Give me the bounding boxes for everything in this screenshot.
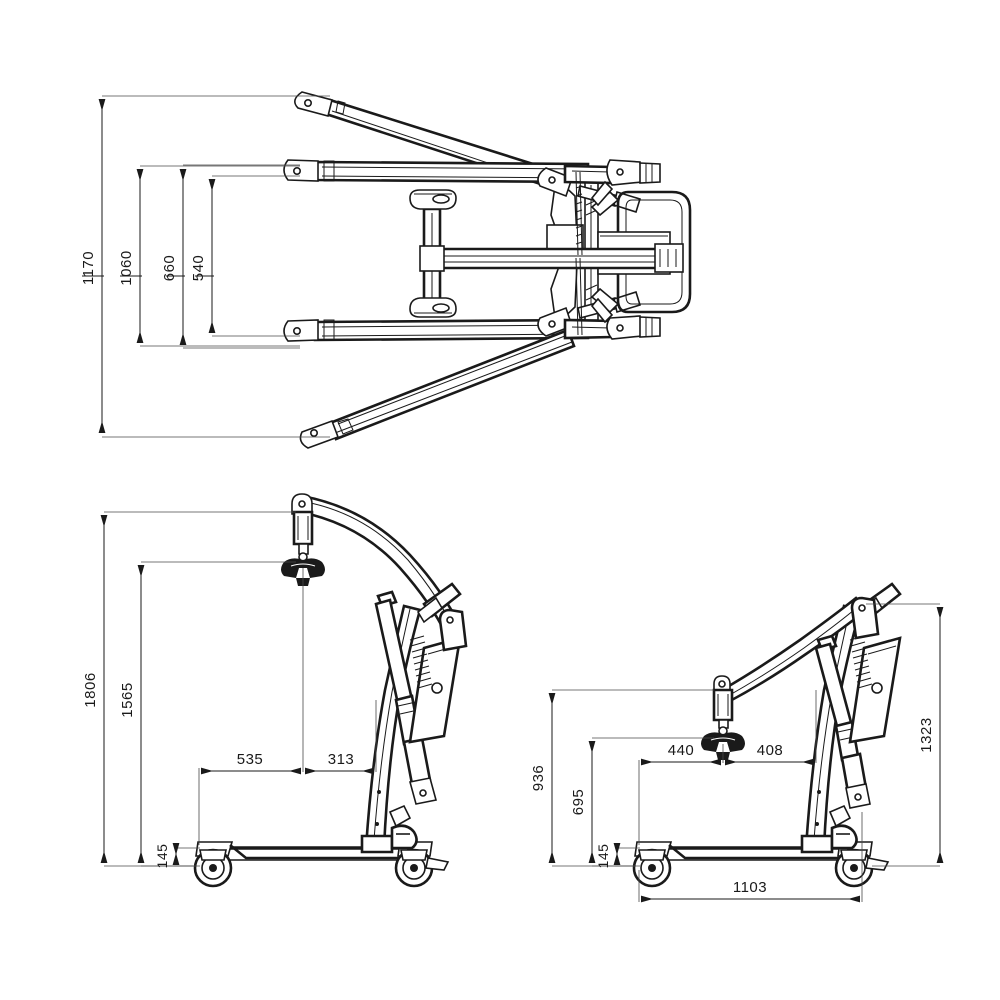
- base-legs-top: [283, 91, 590, 449]
- base-frame-right: [632, 841, 890, 888]
- leg-upper-inner: [283, 159, 590, 184]
- dim-408: 408: [725, 742, 814, 766]
- dim-695-label: 695: [570, 789, 587, 816]
- caster-front-left: [193, 848, 233, 888]
- leg-spread-pedal-right: [828, 804, 858, 850]
- actuator-left: [374, 590, 437, 805]
- dim-145-right: 145: [595, 843, 621, 869]
- spreader-bar-top: [409, 189, 684, 318]
- dim-1806-label: 1806: [82, 672, 99, 707]
- dim-695: 695: [570, 741, 596, 863]
- top-view-dimensions: 1170 1060 660 540: [80, 95, 330, 438]
- caster-rear-left: [394, 848, 450, 888]
- dim-313-label: 313: [328, 751, 355, 768]
- leg-spread-pedal-left: [388, 804, 418, 850]
- dim-1565: 1565: [119, 565, 145, 863]
- dim-313: 313: [305, 751, 374, 775]
- top-view: 1170 1060 660 540: [80, 91, 692, 449]
- caster-rear-right: [834, 848, 890, 888]
- dim-440: 440: [641, 742, 721, 766]
- spreader-bar-right: [701, 688, 745, 760]
- dim-540: 540: [190, 179, 216, 333]
- dim-408-label: 408: [757, 742, 784, 759]
- dim-145-right-label: 145: [595, 844, 611, 869]
- dim-540-label: 540: [190, 255, 207, 282]
- right-view-dimensions: 1323 936 695 440 408: [530, 603, 944, 903]
- dim-660: 660: [161, 169, 187, 345]
- dim-1806: 1806: [82, 515, 108, 863]
- dim-1103: 1103: [641, 879, 860, 903]
- dim-440-label: 440: [668, 742, 695, 759]
- control-box-left: [408, 582, 462, 744]
- dim-1060-label: 1060: [118, 250, 135, 285]
- left-side-view: 1806 1565 535 313 145: [82, 493, 468, 888]
- dim-936: 936: [530, 693, 556, 863]
- caster-front-right: [632, 848, 672, 888]
- boom-pivot-left: [438, 608, 468, 652]
- dim-1060: 1060: [118, 169, 144, 343]
- dim-1103-label: 1103: [733, 879, 767, 896]
- leg-lower-outer: [299, 328, 576, 449]
- dim-1170-label: 1170: [80, 251, 97, 285]
- dim-535-label: 535: [237, 751, 264, 768]
- dim-936-label: 936: [530, 765, 547, 792]
- mast-left: [360, 604, 422, 854]
- dim-1170: 1170: [80, 99, 106, 433]
- right-side-view: 1323 936 695 440 408: [530, 582, 944, 903]
- dim-1565-label: 1565: [119, 682, 136, 717]
- dim-1323-label: 1323: [918, 717, 935, 752]
- dim-145-left: 145: [154, 843, 180, 869]
- dim-145-left-label: 145: [154, 844, 170, 869]
- dim-535: 535: [201, 751, 301, 775]
- dim-660-label: 660: [161, 255, 178, 282]
- leg-spread-pedal-top: [575, 171, 620, 336]
- boom-pivot-right: [850, 596, 880, 640]
- dim-1323: 1323: [918, 607, 944, 863]
- left-view-dimensions: 1806 1565 535 313 145: [82, 511, 377, 869]
